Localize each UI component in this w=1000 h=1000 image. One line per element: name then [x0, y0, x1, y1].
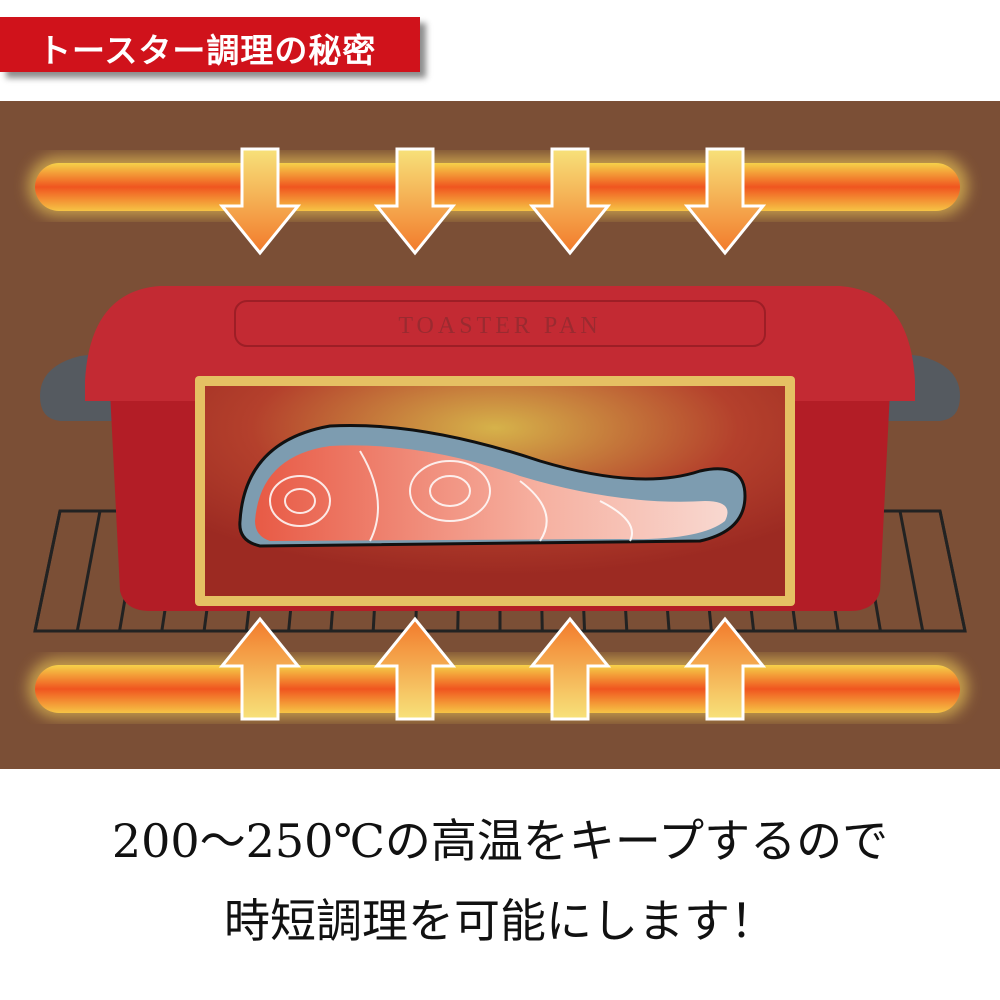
title-text: トースター調理の秘密 — [38, 31, 377, 70]
toaster-pan: TOASTER PAN — [40, 286, 960, 611]
caption-line-1: 200～250℃の高温をキープするので — [111, 814, 889, 868]
arrow-down-icon — [218, 147, 302, 256]
arrow-down-icon — [683, 147, 767, 256]
top-heater — [28, 156, 968, 216]
arrow-up-icon — [683, 616, 767, 721]
bottom-heater — [28, 658, 968, 718]
arrow-up-icon — [218, 616, 302, 721]
arrow-up-icon — [528, 616, 612, 721]
caption-line-2: 時短調理を可能にします！ — [224, 894, 776, 948]
title-banner: トースター調理の秘密 — [0, 17, 420, 72]
toaster-illustration: TOASTER PAN — [0, 101, 1000, 769]
arrow-down-icon — [528, 147, 612, 256]
arrow-up-icon — [373, 616, 457, 721]
arrow-down-icon — [373, 147, 457, 256]
lid-text: TOASTER PAN — [398, 313, 601, 339]
